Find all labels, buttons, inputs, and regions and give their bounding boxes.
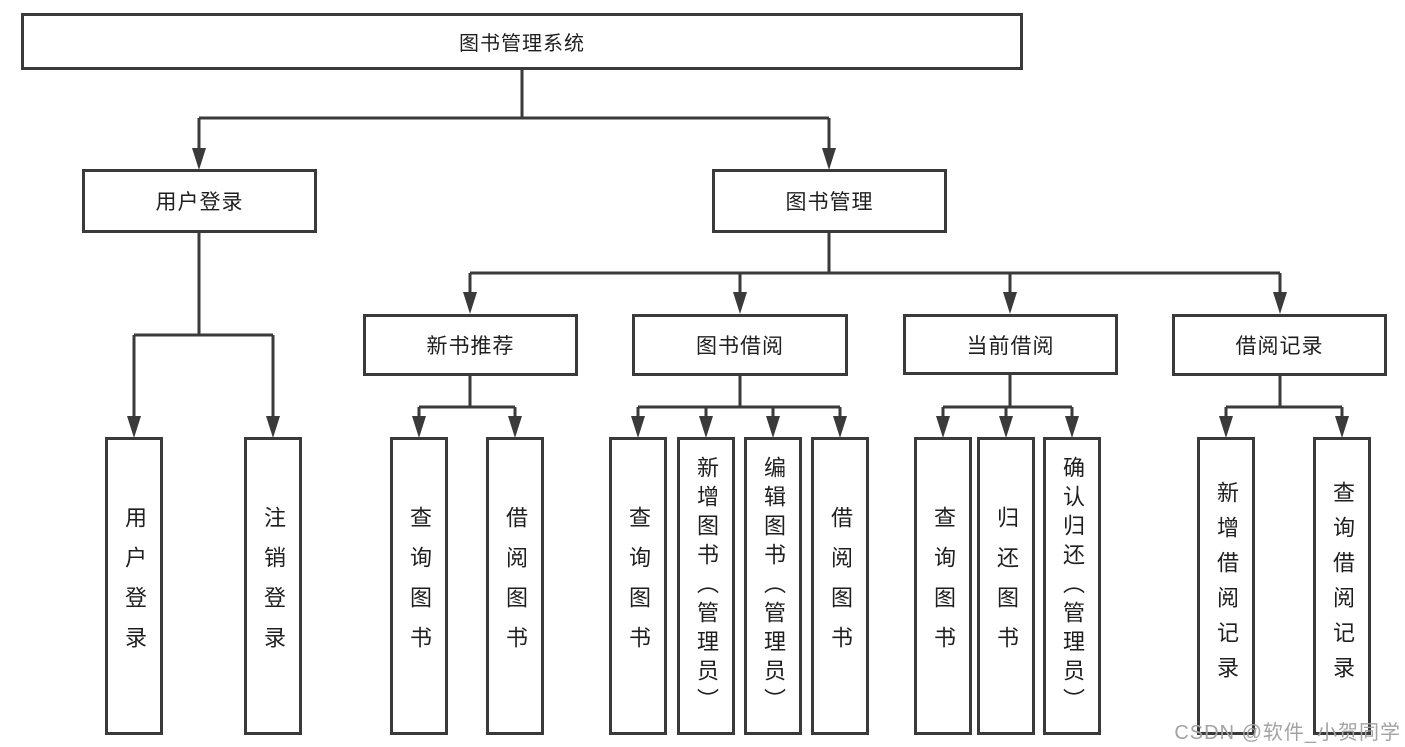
node-label: 新书推荐 [426,335,515,358]
arrow-down-icon [766,416,780,438]
node-label: 查询图书 [407,506,432,666]
node-current-borrow: 当前借阅 [903,314,1118,375]
arrow-down-icon [412,416,426,438]
arrow-down-icon [508,416,522,438]
arrow-down-icon [1219,416,1233,438]
edge-borrow-to-leaves [636,376,842,418]
leaf-borrow-borrow-book: 借阅图书 [811,437,869,735]
arrow-down-icon [127,416,141,438]
node-label: 确认归还（管理员） [1060,455,1085,717]
node-label: 用户登录 [155,191,244,214]
leaf-user-login: 用户登录 [105,437,163,735]
leaf-record-add-borrow-record: 新增借阅记录 [1197,437,1255,735]
leaf-current-return-book: 归还图书 [977,437,1035,735]
leaf-recommend-borrow-book: 借阅图书 [486,437,544,735]
node-new-book-recommend: 新书推荐 [363,314,578,376]
arrow-down-icon [1273,292,1287,314]
node-label: 借阅图书 [828,506,853,666]
arrow-down-icon [266,416,280,438]
csdn-watermark: CSDN @软件_小贺同学 [1174,722,1401,744]
arrow-down-icon [936,416,950,438]
arrow-down-icon [733,292,747,314]
node-label: 借阅图书 [503,506,528,666]
arrow-down-icon [1065,416,1079,438]
arrow-down-icon [463,292,477,314]
arrow-down-icon [833,416,847,438]
node-label: 查询图书 [626,506,651,666]
arrow-down-icon [822,148,836,170]
node-label: 注销登录 [261,506,286,666]
node-label: 归还图书 [994,506,1019,666]
leaf-current-query-book: 查询图书 [914,437,972,735]
edge-root-to-level2 [197,70,831,152]
leaf-logout: 注销登录 [244,437,302,735]
arrow-down-icon [1335,416,1349,438]
node-label: 图书管理系统 [459,33,585,55]
node-label: 用户登录 [122,506,147,666]
node-label: 当前借阅 [966,334,1055,358]
leaf-current-confirm-return-admin: 确认归还（管理员） [1043,437,1101,735]
node-label: 查询图书 [931,506,956,666]
arrow-down-icon [1003,292,1017,314]
node-user-login: 用户登录 [82,169,317,233]
edge-userlogin-to-leaves [132,233,275,418]
edge-recommend-to-leaves [417,376,517,418]
node-label: 编辑图书（管理员） [761,455,786,717]
leaf-borrow-query-book: 查询图书 [609,437,667,735]
leaf-borrow-add-book-admin: 新增图书（管理员） [677,437,735,735]
edge-record-to-leaves [1224,376,1344,418]
node-label: 图书管理 [785,191,874,214]
node-library-management-system: 图书管理系统 [21,13,1023,70]
node-label: 借阅记录 [1235,335,1324,358]
leaf-record-query-borrow-record: 查询借阅记录 [1313,437,1371,735]
arrow-down-icon [631,416,645,438]
node-borrow-record: 借阅记录 [1172,314,1387,376]
arrow-down-icon [192,148,206,170]
leaf-borrow-edit-book-admin: 编辑图书（管理员） [744,437,802,735]
leaf-recommend-query-book: 查询图书 [390,437,448,735]
node-label: 新增借阅记录 [1214,481,1239,691]
node-label: 新增图书（管理员） [694,455,719,717]
edge-current-to-leaves [941,375,1074,418]
node-book-management: 图书管理 [712,169,947,233]
edge-bookmgmt-to-level3 [468,233,1282,295]
node-label: 查询借阅记录 [1330,481,1355,691]
arrow-down-icon [699,416,713,438]
node-label: 图书借阅 [696,335,784,358]
arrow-down-icon [999,416,1013,438]
node-book-borrow: 图书借阅 [632,314,848,376]
